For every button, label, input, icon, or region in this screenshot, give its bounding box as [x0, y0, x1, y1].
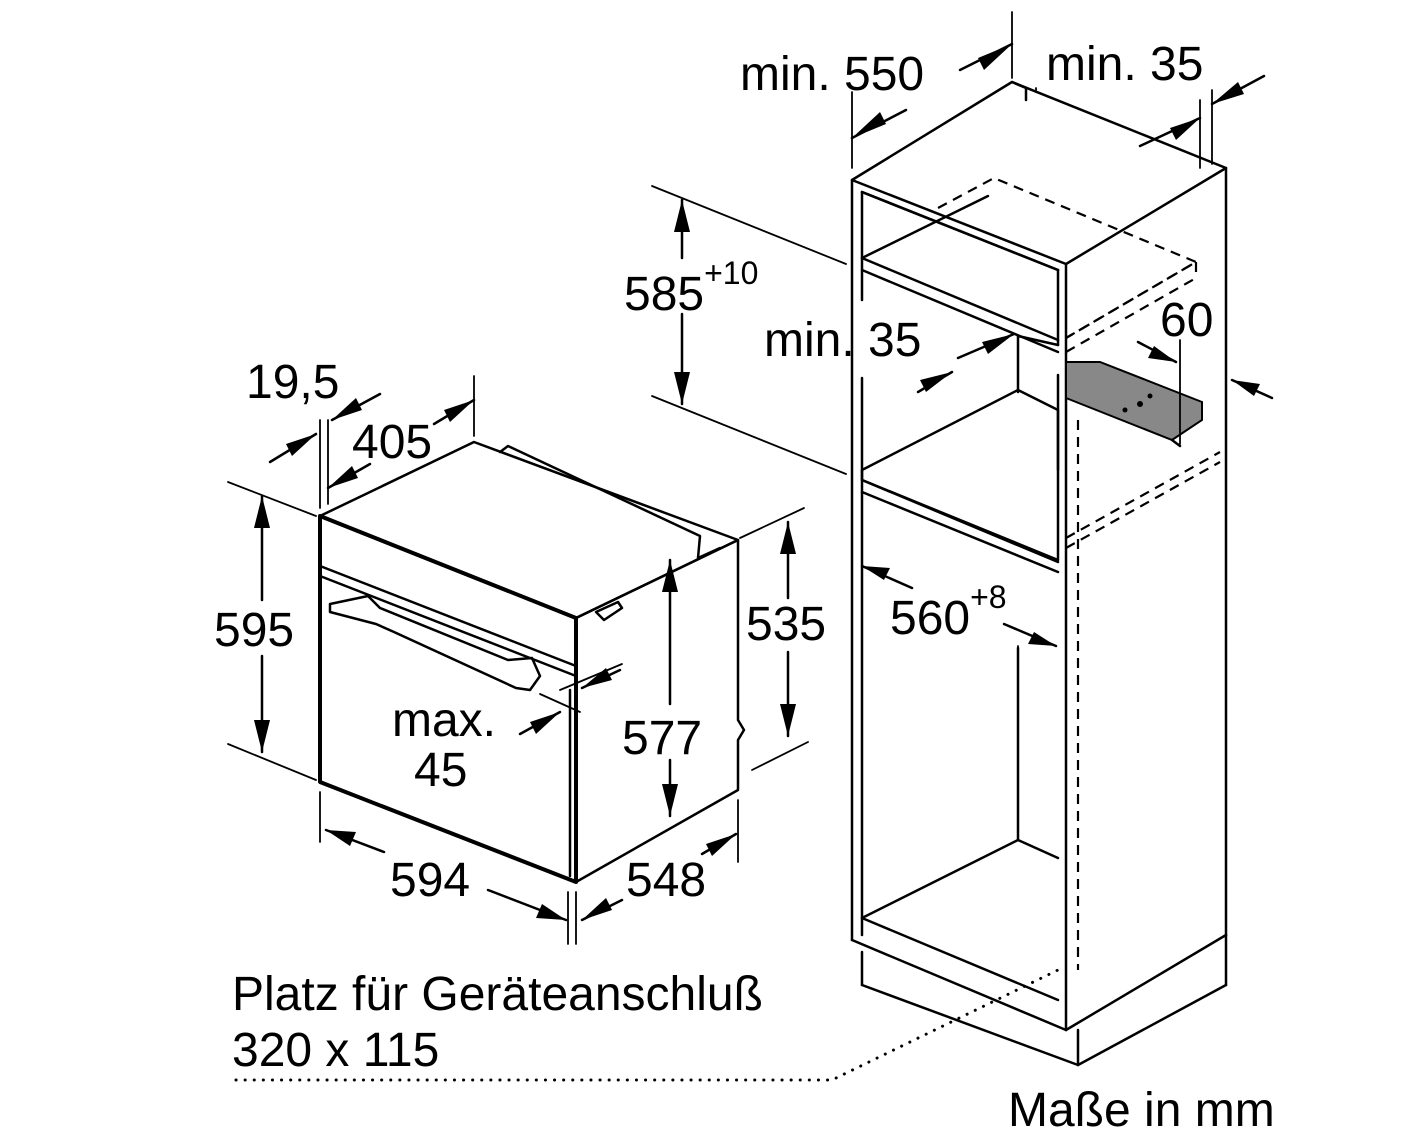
cabinet-hidden-edges: [937, 176, 1221, 549]
dimension-lines: [227, 11, 1274, 945]
label-oven-inner-height: 577: [622, 712, 702, 765]
label-niche-height: 585+10: [624, 255, 758, 321]
notes: Platz für Geräteanschluß 320 x 115 Maße …: [232, 968, 1275, 1137]
label-gap-max: max.: [392, 694, 496, 747]
label-vent-height: 60: [1160, 294, 1213, 347]
label-rear-gap: min. 35: [1046, 38, 1203, 91]
label-oven-body-height: 535: [746, 598, 826, 651]
cabinet: [850, 80, 1228, 1067]
label-niche-width: 560+8: [890, 579, 1007, 645]
label-gap-value: 45: [414, 744, 467, 797]
label-vent-gap: min. 35: [764, 314, 921, 367]
label-niche-depth: min. 550: [740, 48, 924, 101]
label-niche-height-base: 585: [624, 268, 704, 321]
label-oven-depth-front: 405: [352, 416, 432, 469]
dimension-labels: min. 550 min. 35 585+10 min. 35 60 560+8…: [214, 38, 1213, 907]
label-oven-height: 595: [214, 604, 294, 657]
label-panel-thickness: 19,5: [246, 356, 339, 409]
connection-note-line2: 320 x 115: [232, 1024, 439, 1077]
connection-note-line1: Platz für Geräteanschluß: [232, 968, 763, 1021]
label-niche-width-tol: +8: [970, 579, 1006, 615]
label-oven-depth: 548: [626, 854, 706, 907]
label-oven-width: 594: [390, 854, 470, 907]
units-note: Maße in mm: [1008, 1084, 1275, 1137]
oven: [318, 440, 746, 884]
connection-leader: [234, 968, 1060, 1082]
label-niche-height-tol: +10: [704, 255, 758, 291]
vent-grille: [1065, 361, 1203, 448]
label-niche-width-base: 560: [890, 592, 970, 645]
